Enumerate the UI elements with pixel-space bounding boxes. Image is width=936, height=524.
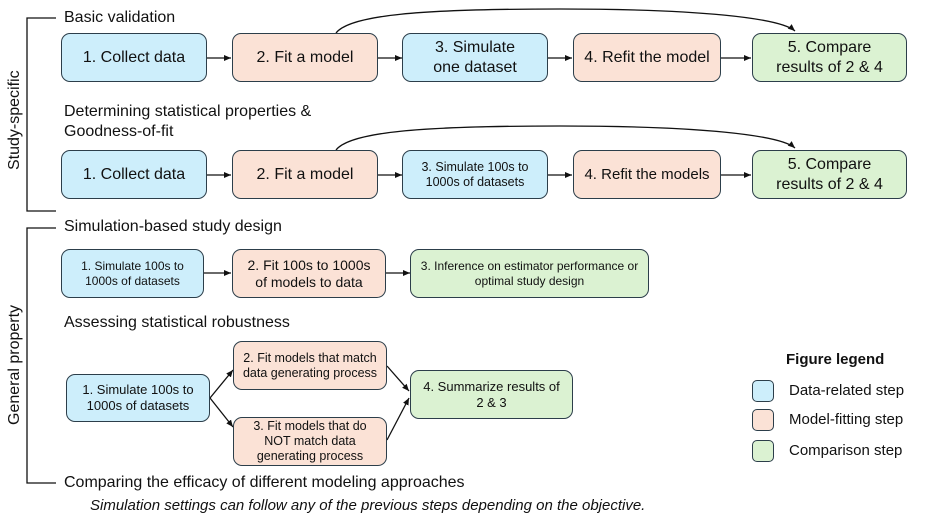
step-box: 3. Inference on estimator performance or… — [410, 249, 649, 298]
bracket-study-specific — [26, 17, 56, 212]
step-box: 2. Fit a model — [232, 150, 378, 199]
bracket-general-property — [26, 227, 56, 484]
step-box: 4. Summarize results of 2 & 3 — [410, 370, 573, 419]
legend-swatch-data — [752, 380, 774, 402]
step-box: 3. Simulate 100s to 1000s of datasets — [402, 150, 548, 199]
step-box: 2. Fit 100s to 1000s of models to data — [232, 249, 386, 298]
step-box: 5. Compare results of 2 & 4 — [752, 150, 907, 199]
step-box: 1. Simulate 100s to 1000s of datasets — [61, 249, 204, 298]
arrow-rb-1-2 — [209, 369, 234, 399]
step-box: 3. Fit models that do NOT match data gen… — [233, 417, 387, 466]
step-box: 2. Fit models that match data generating… — [233, 341, 387, 390]
step-box: 1. Collect data — [61, 33, 207, 82]
arrow-bv-2-5-curve — [335, 8, 796, 34]
legend-title: Figure legend — [786, 351, 885, 368]
group-label-general-property: General property — [6, 304, 23, 425]
arrow-rb-1-3 — [209, 397, 234, 428]
legend-swatch-comparison — [752, 440, 774, 462]
legend-swatch-model — [752, 409, 774, 431]
step-box: 4. Refit the model — [573, 33, 721, 82]
arrow-rb-3-4 — [386, 397, 410, 441]
step-box: 1. Collect data — [61, 150, 207, 199]
legend-label: Model-fitting step — [789, 411, 904, 428]
section-title-modeling-approaches: Comparing the efficacy of different mode… — [64, 474, 465, 491]
legend-label: Comparison step — [789, 442, 903, 459]
step-box: 2. Fit a model — [232, 33, 378, 82]
section-title-robustness: Assessing statistical robustness — [64, 314, 290, 331]
group-label-study-specific: Study-specific — [6, 70, 23, 170]
arrow-rb-2-4 — [386, 365, 410, 392]
legend-label: Data-related step — [789, 382, 905, 399]
arrow-sp-2-5-curve — [335, 125, 796, 151]
section-title-study-design: Simulation-based study design — [64, 218, 282, 235]
step-box: 5. Compare results of 2 & 4 — [752, 33, 907, 82]
section-title-line: Goodness-of-fit — [64, 123, 174, 140]
step-box: 4. Refit the models — [573, 150, 721, 199]
section-title-statistical-properties: Determining statistical properties & Goo… — [64, 102, 311, 142]
footnote: Simulation settings can follow any of th… — [90, 497, 646, 514]
step-box: 1. Simulate 100s to 1000s of datasets — [66, 374, 210, 422]
section-title-basic-validation: Basic validation — [64, 9, 176, 26]
step-box: 3. Simulate one dataset — [402, 33, 548, 82]
section-title-line: Determining statistical properties & — [64, 103, 312, 120]
